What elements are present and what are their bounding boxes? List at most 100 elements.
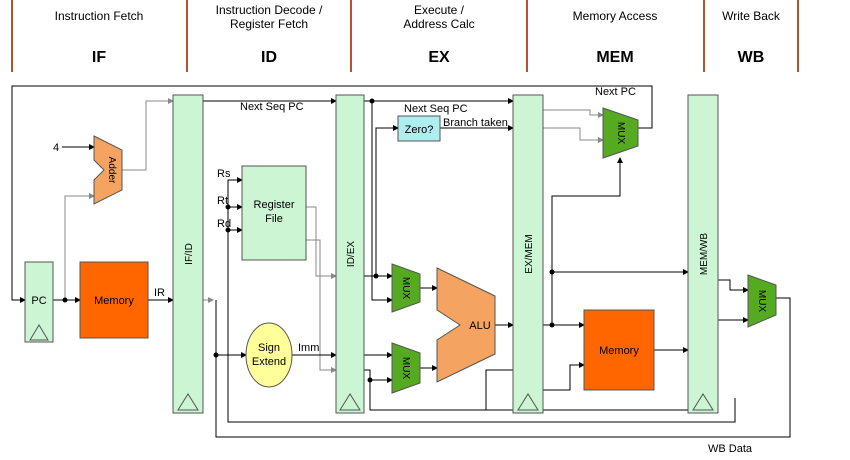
next-seq-pc-ex-label: Next Seq PC [404,103,468,115]
pc-to-adder-wire [64,193,95,300]
const-four-label: 4 [53,142,59,154]
junction-dot [367,377,373,383]
stage-wb-name: Write Back [722,9,781,23]
mux-body [391,342,421,394]
clock-triangle-icon [177,393,199,411]
mux-write-back: MUX [747,274,777,328]
sign-extend-label-line2: Extend [252,356,286,368]
stage-wb-abbr: WB [738,49,765,66]
pc-label: PC [31,295,46,307]
stage-id-name-line1: Instruction Decode / [216,3,323,17]
wb-data-label: WB Data [708,443,753,455]
stage-mem-abbr: MEM [596,49,633,66]
junction-dots [62,98,555,383]
rd-pass-wire [227,230,736,423]
memwb-register: MEM/WB [687,94,719,414]
mux-label: MUX [756,290,767,313]
next-seq-pc-label: Next Seq PC [240,101,304,113]
instruction-memory-label: Memory [94,295,134,307]
pipeline-registers: IF/ID ID/EX EX/MEM MEM/WB [172,94,719,414]
ifid-label: IF/ID [184,243,195,265]
junction-dot [369,98,375,104]
register-file-body [241,165,307,261]
ifid-register-body [172,94,204,414]
junction-dot [225,204,231,210]
to-zero-wire [375,125,399,276]
stage-ex-abbr: EX [428,49,450,66]
sign-extend: Sign Extend [245,322,293,388]
stage-ex-name-line2: Address Calc [403,17,474,31]
regfile-out-a-wire [306,206,337,279]
mux-next-pc: MUX [602,107,639,159]
exmem-register-body [512,94,544,414]
zero-test-body [397,115,441,142]
mux2-in-b-wire [364,369,393,383]
register-file-label-line1: Register [254,199,295,211]
alu: ALU [436,267,496,383]
mux-alu-b: MUX [391,342,421,394]
junction-dot [225,227,231,233]
junction-dot [549,322,555,328]
idex-register-body [335,94,365,414]
junction-dot [373,273,379,279]
clock-triangle-icon [29,324,49,341]
junction-dot [549,269,555,275]
exmem-register: EX/MEM [512,94,544,414]
adder-body [93,135,123,205]
next-pc-loop-wire [11,85,653,303]
memwb-register-body [687,94,719,414]
ifid-register: IF/ID [172,94,204,414]
stage-mem-name: Memory Access [573,9,658,23]
imm-to-sign-extend-wire [215,300,247,358]
rs-label: Rs [217,168,231,180]
regfile-out-b-wire [306,239,337,373]
register-file-label-line2: File [265,213,283,225]
store-data-wire [369,380,702,411]
rd-label: Rd [217,218,231,230]
mux-label: MUX [400,277,411,300]
mux-body [747,274,777,328]
mux-top-in-a-wire [543,109,604,118]
zero-test: Zero? [397,115,441,142]
junction-dot [62,297,68,303]
mux-body [602,107,639,159]
pc-register: PC [24,261,54,343]
pc-adder: Adder [93,135,123,205]
data-memory-label: Memory [599,345,639,357]
mux-label: MUX [400,357,411,380]
wbmux-in-a-wire [718,279,749,293]
adder-to-ifid-wire [122,98,174,171]
data-memory-body [583,309,655,391]
sign-extend-label-line1: Sign [258,342,280,354]
junction-dot [213,352,219,358]
mux1-in-b-wire [371,101,393,303]
stage-id-abbr: ID [261,49,277,66]
mux-body [391,263,421,313]
next-pc-label: Next PC [595,86,636,98]
clock-triangle-icon [692,393,714,411]
mux-top-in-b-wire [543,127,604,143]
stage-if-abbr: IF [92,49,106,66]
stage-id-name-line2: Register Fetch [230,17,308,31]
instruction-memory-body [79,261,149,339]
rs-wire [227,177,243,207]
alu-body [436,267,496,383]
mux-label: MUX [615,122,626,145]
stage-header: Instruction Fetch IF Instruction Decode … [11,0,799,72]
alu-label: ALU [469,320,490,332]
wires [11,85,791,438]
write-data-wire [543,362,585,391]
pc-register-body [24,261,54,343]
mux-alu-a: MUX [391,263,421,313]
register-file: Register File [241,165,307,261]
sign-extend-body [245,322,293,388]
signal-labels: 4 IR Next Seq PC Next Seq PC Next PC Bra… [53,86,753,455]
memwb-label: MEM/WB [699,233,710,276]
imm-label: Imm [298,342,319,354]
branch-taken-label: Branch taken [443,117,508,129]
stage-if-name: Instruction Fetch [55,9,144,23]
branch-target-wire [551,157,623,325]
clock-triangle-icon [517,393,539,411]
wb-data-wire [215,297,791,438]
